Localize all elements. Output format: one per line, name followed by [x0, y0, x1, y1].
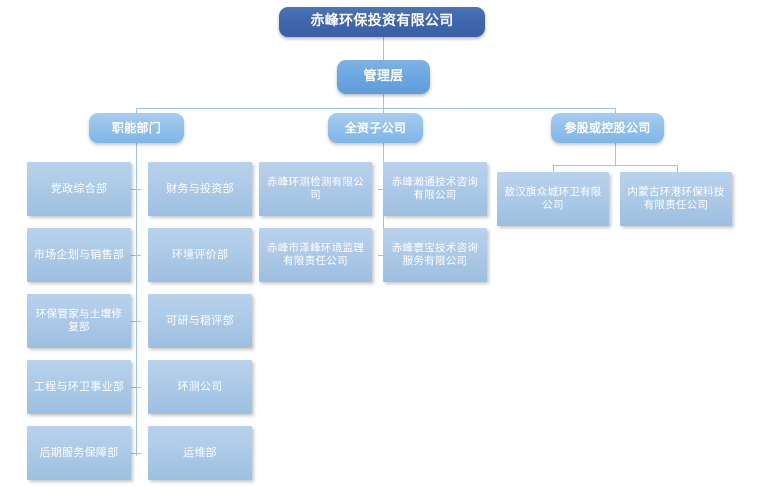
leaf-node-label: 赤峰瀚通技术咨询有限公司 — [391, 175, 479, 201]
leaf-node-label: 环测公司 — [177, 380, 223, 394]
connector-branch-group-3-left — [553, 165, 554, 172]
leaf-node-label: 赤峰环测检测有限公司 — [266, 175, 365, 201]
leaf-node-label: 可研与稳评部 — [166, 314, 234, 328]
leaf-node[interactable]: 环境评价部 — [148, 228, 252, 282]
root-node-label: 赤峰环保投资有限公司 — [310, 13, 454, 30]
leaf-node-label: 敖汉旗众城环卫有限公司 — [504, 185, 602, 211]
management-node-label: 管理层 — [363, 68, 404, 84]
group-header-label: 职能部门 — [111, 120, 162, 135]
group-header-label: 全资子公司 — [344, 120, 407, 135]
leaf-node-label: 工程与环卫事业部 — [33, 380, 125, 394]
connector-management-down — [383, 94, 384, 108]
connector-bus-to-group-3 — [615, 108, 616, 117]
group-header-functional-departments[interactable]: 职能部门 — [89, 113, 184, 143]
connector-rib-g1-r1 — [131, 189, 141, 190]
leaf-node[interactable]: 赤峰寰宝技术咨询服务有限公司 — [383, 228, 487, 282]
root-node[interactable]: 赤峰环保投资有限公司 — [279, 7, 485, 37]
leaf-node[interactable]: 后期服务保障部 — [27, 426, 131, 480]
connector-root-to-management — [383, 37, 384, 60]
leaf-node[interactable]: 赤峰环测检测有限公司 — [259, 162, 372, 216]
connector-rib-g1-r3 — [131, 321, 141, 322]
leaf-node[interactable]: 敖汉旗众城环卫有限公司 — [497, 172, 609, 226]
group-header-wholly-owned-subsidiaries[interactable]: 全资子公司 — [328, 113, 423, 143]
leaf-node[interactable]: 财务与投资部 — [148, 162, 252, 216]
leaf-node[interactable]: 赤峰瀚通技术咨询有限公司 — [383, 162, 487, 216]
leaf-node-label: 赤峰寰宝技术咨询服务有限公司 — [391, 241, 479, 267]
connector-spine-group-1 — [136, 143, 137, 456]
connector-rib-g1-r5 — [131, 453, 141, 454]
leaf-node-label: 党政综合部 — [50, 182, 108, 196]
leaf-node[interactable]: 赤峰市泽峰环境监理有限责任公司 — [259, 228, 372, 282]
connector-bus-to-group-2 — [383, 108, 384, 117]
connector-branch-group-3 — [553, 165, 677, 166]
leaf-node[interactable]: 党政综合部 — [27, 162, 131, 216]
leaf-node-label: 环保管家与土壤修复部 — [35, 307, 123, 333]
connector-bus-to-group-1 — [136, 108, 137, 117]
connector-branch-group-3-right — [677, 165, 678, 172]
leaf-node[interactable]: 运维部 — [148, 426, 252, 480]
leaf-node-label: 财务与投资部 — [166, 182, 234, 196]
management-node[interactable]: 管理层 — [337, 60, 430, 94]
group-header-label: 参股或控股公司 — [564, 120, 651, 135]
leaf-node-label: 运维部 — [183, 446, 217, 460]
group-header-affiliated-or-holding-companies[interactable]: 参股或控股公司 — [551, 113, 664, 143]
connector-rib-g1-r4 — [131, 387, 141, 388]
leaf-node[interactable]: 工程与环卫事业部 — [27, 360, 131, 414]
connector-group-bus — [136, 108, 615, 109]
leaf-node-label: 赤峰市泽峰环境监理有限责任公司 — [266, 241, 365, 267]
connector-spine-group-3 — [615, 143, 616, 165]
leaf-node-label: 内蒙古环港环保科技有限责任公司 — [627, 185, 725, 211]
leaf-node-label: 后期服务保障部 — [39, 446, 119, 460]
leaf-node[interactable]: 环测公司 — [148, 360, 252, 414]
leaf-node[interactable]: 环保管家与土壤修复部 — [27, 294, 131, 348]
leaf-node[interactable]: 内蒙古环港环保科技有限责任公司 — [620, 172, 732, 226]
leaf-node[interactable]: 市场企划与销售部 — [27, 228, 131, 282]
connector-rib-g1-r2 — [131, 255, 141, 256]
leaf-node-label: 环境评价部 — [171, 248, 229, 262]
leaf-node[interactable]: 可研与稳评部 — [148, 294, 252, 348]
leaf-node-label: 市场企划与销售部 — [33, 248, 125, 262]
